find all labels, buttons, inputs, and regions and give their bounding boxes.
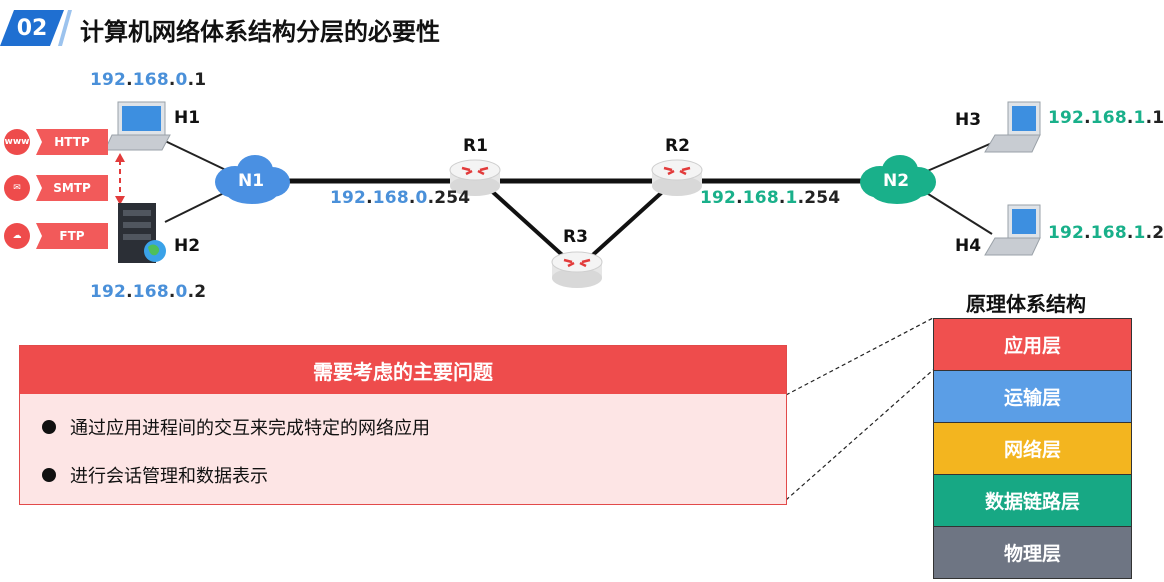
- cloud-icon-n2: [860, 155, 936, 204]
- router-icon-r2: [651, 159, 703, 196]
- link-h2-n1: [164, 189, 231, 223]
- layer-transport: 运输层: [934, 371, 1131, 423]
- issue-text: 进行会话管理和数据表示: [70, 466, 268, 487]
- router-label-r3: R3: [563, 227, 588, 247]
- layer-application: 应用层: [934, 319, 1131, 371]
- protocol-label: HTTP: [36, 129, 108, 155]
- issue-item: 通过应用进程间的交互来完成特定的网络应用: [42, 414, 430, 440]
- bullet-icon: [42, 468, 56, 482]
- network-label-n1: N1: [238, 171, 265, 191]
- layer-datalink: 数据链路层: [934, 475, 1131, 527]
- link-n2-h3: [924, 142, 993, 173]
- issue-item: 进行会话管理和数据表示: [42, 462, 268, 488]
- laptop-icon-h1: [104, 101, 171, 151]
- protocol-smtp: ✉ SMTP: [4, 175, 108, 201]
- issue-text: 通过应用进程间的交互来完成特定的网络应用: [70, 418, 430, 439]
- connector-bottom: [785, 369, 934, 501]
- router-label-r2: R2: [665, 136, 690, 156]
- protocol-http: www HTTP: [4, 129, 108, 155]
- host-label-h3: H3: [955, 110, 982, 130]
- layer-stack: 应用层 运输层 网络层 数据链路层 物理层: [933, 318, 1132, 579]
- section-badge: 02: [0, 10, 64, 46]
- host-label-h4: H4: [955, 236, 982, 256]
- issues-title: 需要考虑的主要问题: [20, 346, 786, 394]
- connector-top: [785, 317, 934, 396]
- protocol-label: SMTP: [36, 175, 108, 201]
- bullet-icon: [42, 420, 56, 434]
- ip-h4: 192.168.1.2: [1048, 223, 1164, 243]
- protocol-label: FTP: [36, 223, 108, 249]
- protocol-ftp: ☁ FTP: [4, 223, 108, 249]
- ip-r1: 192.168.0.254: [330, 188, 471, 208]
- mail-icon: ✉: [4, 175, 30, 201]
- ip-h2: 192.168.0.2: [90, 282, 207, 302]
- link-r1-r3: [483, 183, 572, 264]
- ip-h3: 192.168.1.1: [1048, 108, 1164, 128]
- router-icon-r3: [551, 251, 603, 288]
- ip-h1: 192.168.0.1: [90, 70, 207, 90]
- laptop-icon-h3: [984, 101, 1041, 153]
- arrow-down-head: [115, 196, 125, 205]
- link-r2-r3: [583, 183, 672, 264]
- network-label-n2: N2: [883, 171, 910, 191]
- issues-panel: 需要考虑的主要问题 通过应用进程间的交互来完成特定的网络应用 进行会话管理和数据…: [19, 345, 787, 505]
- layer-network: 网络层: [934, 423, 1131, 475]
- layer-physical: 物理层: [934, 527, 1131, 578]
- laptop-icon-h4: [984, 204, 1041, 256]
- router-icon-r1: [449, 159, 501, 196]
- arrow-up-head: [115, 153, 125, 162]
- cloud-icon-n1: [215, 155, 290, 204]
- link-n2-h4: [924, 191, 993, 235]
- router-label-r1: R1: [463, 136, 488, 156]
- cloud-upload-icon: ☁: [4, 223, 30, 249]
- www-icon: www: [4, 129, 30, 155]
- server-icon-h2: [118, 203, 166, 263]
- layer-stack-title: 原理体系结构: [966, 292, 1086, 316]
- link-h1-n1: [162, 139, 231, 173]
- ip-r2: 192.168.1.254: [700, 188, 841, 208]
- page-title: 计算机网络体系结构分层的必要性: [80, 18, 440, 46]
- host-label-h2: H2: [174, 236, 201, 256]
- host-label-h1: H1: [174, 108, 201, 128]
